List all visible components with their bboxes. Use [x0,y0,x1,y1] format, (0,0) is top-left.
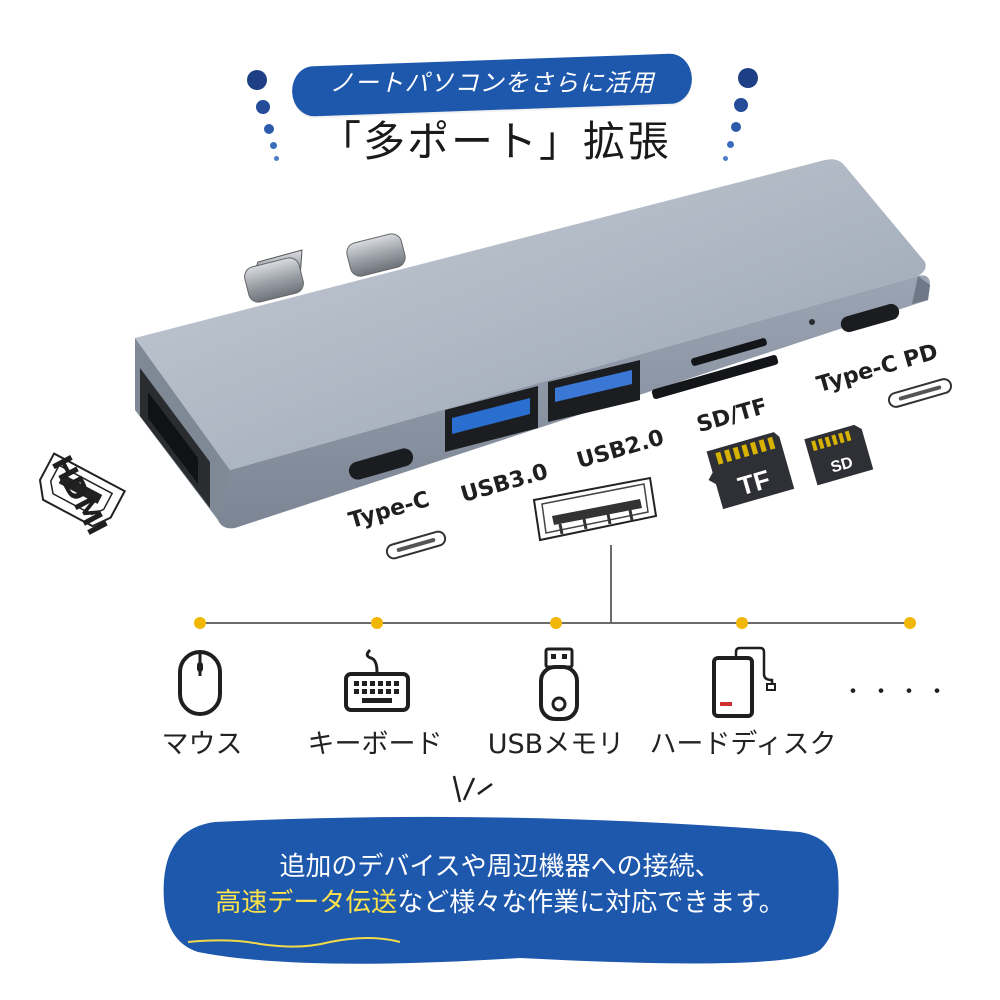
decor-dot [247,70,267,90]
sd-card-icon: SD [804,424,874,486]
headline: 「多ポート」拡張 [318,117,671,166]
port-type-c [348,448,414,480]
port-tf [691,338,767,366]
decor-dot [723,156,728,161]
port-usb30 [445,386,538,452]
port-sd [651,354,779,400]
decor-dot [731,122,741,132]
usb-a-port-icon [532,476,658,542]
timeline-stem [610,545,612,623]
hard-disk-icon [712,646,776,718]
device-label-usb-memory: USBメモリ [487,729,625,760]
decor-dot [256,100,270,114]
device-label-hard-disk: ハードディスク [649,729,837,760]
header-pill-text: ノートパソコンをさらに活用 [329,69,655,97]
tf-card-icon: TF [706,432,795,510]
mouse-icon [178,650,222,716]
bottom-text-line2: 高速データ伝送など様々な作業に対応できます。 [180,882,820,919]
device-label-mouse: マウス [161,729,243,760]
timeline-dot [194,617,206,629]
timeline-dot [904,617,916,629]
accent-marks [452,775,493,803]
keyboard-icon [344,648,410,712]
led-indicator [809,319,815,325]
hdmi-port-icon [38,452,127,528]
usbc-plug-left [244,249,304,303]
usb-stick-icon [539,647,579,721]
timeline-dot [736,617,748,629]
decor-dot [270,142,277,149]
decor-dot [738,68,758,88]
bottom-text-rest: など様々な作業に対応できます。 [397,888,785,918]
decor-dot [727,141,734,148]
sd-card-label: SD [829,454,855,476]
device-label-keyboard: キーボード [307,729,443,760]
timeline-dot [550,617,562,629]
type-c-port-icon [385,530,447,560]
port-type-c-pd [840,303,900,333]
usbc-plug-right [346,233,406,277]
decor-dot [734,98,748,112]
bottom-text-highlight: 高速データ伝送 [215,888,398,918]
type-c-pd-port-icon [887,378,953,408]
decor-dot [264,124,274,134]
highlight-underline [187,937,401,948]
bottom-text-line1: 追加のデバイスや周辺機器への接続、 [279,852,721,882]
timeline-dot [371,617,383,629]
port-usb20 [548,360,640,422]
decor-dot [274,156,279,161]
